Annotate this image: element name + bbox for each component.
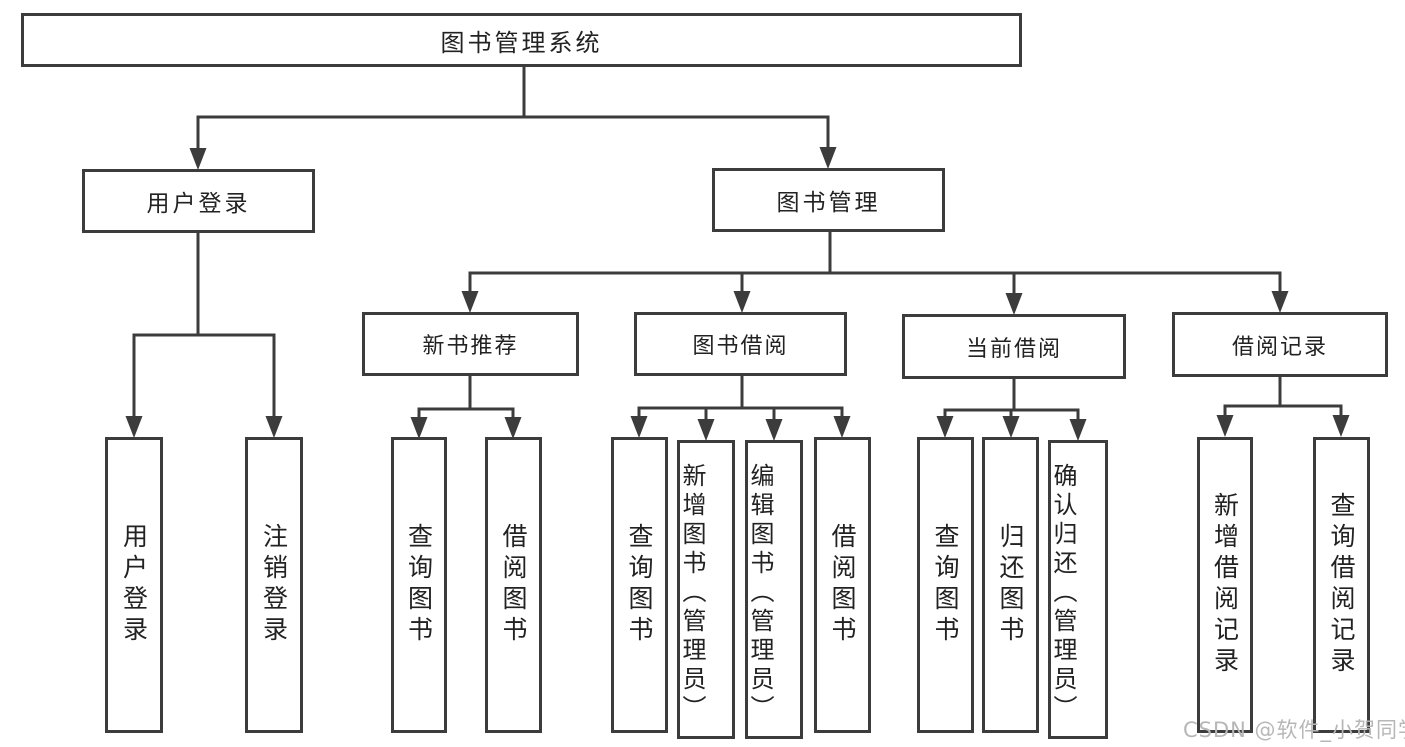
- node-leaf-return-books: 归还图书: [982, 437, 1039, 733]
- node-label: 新增图书（管理员）: [678, 462, 706, 724]
- connector-arrowheads: [125, 147, 1350, 441]
- node-label: 借阅图书: [499, 523, 528, 647]
- node-leaf-recommend-borrow-books: 借阅图书: [485, 437, 542, 733]
- node-label: 借阅图书: [828, 523, 857, 647]
- node-label: 新书推荐: [422, 334, 519, 359]
- node-leaf-borrow-books: 借阅图书: [814, 437, 871, 733]
- node-leaf-query-borrow-record: 查询借阅记录: [1313, 437, 1370, 733]
- node-leaf-recommend-query-books: 查询图书: [391, 437, 447, 733]
- node-label: 图书管理: [776, 190, 881, 216]
- node-label: 归还图书: [996, 523, 1025, 647]
- node-label: 图书管理系统: [440, 28, 603, 57]
- node-label: 用户登录: [119, 523, 149, 647]
- node-new-book-recommend: 新书推荐: [362, 312, 579, 376]
- node-leaf-borrow-query-books: 查询图书: [611, 437, 668, 733]
- connector-lines: [132, 67, 1343, 433]
- node-current-borrowing: 当前借阅: [902, 314, 1126, 379]
- node-book-management: 图书管理: [712, 168, 945, 232]
- node-label: 图书借阅: [692, 334, 789, 359]
- node-label: 当前借阅: [965, 336, 1062, 362]
- node-label: 查询图书: [931, 523, 960, 647]
- node-label: 确认归还（管理员）: [1049, 462, 1077, 724]
- node-label: 编辑图书（管理员）: [746, 462, 774, 724]
- node-label: 查询图书: [625, 523, 654, 647]
- node-label: 新增借阅记录: [1210, 492, 1240, 678]
- node-leaf-add-borrow-record: 新增借阅记录: [1197, 437, 1253, 733]
- node-label: 用户登录: [146, 191, 251, 217]
- node-leaf-add-books-admin: 新增图书（管理员）: [677, 440, 735, 739]
- node-leaf-user-login: 用户登录: [105, 437, 163, 733]
- node-borrowing-records: 借阅记录: [1172, 312, 1388, 377]
- node-leaf-confirm-return-admin: 确认归还（管理员）: [1048, 440, 1108, 739]
- csdn-watermark: CSDN @软件_小贺同学: [1183, 718, 1405, 742]
- node-label: 查询图书: [404, 523, 434, 647]
- node-leaf-current-query-books: 查询图书: [917, 437, 974, 733]
- node-label: 注销登录: [259, 523, 289, 647]
- node-user-login: 用户登录: [82, 169, 315, 233]
- node-leaf-edit-books-admin: 编辑图书（管理员）: [745, 440, 803, 739]
- node-label: 查询借阅记录: [1327, 492, 1356, 678]
- node-book-borrowing: 图书借阅: [634, 312, 847, 376]
- node-leaf-logout: 注销登录: [245, 437, 303, 733]
- node-label: 借阅记录: [1231, 334, 1328, 360]
- node-root-system: 图书管理系统: [21, 13, 1022, 67]
